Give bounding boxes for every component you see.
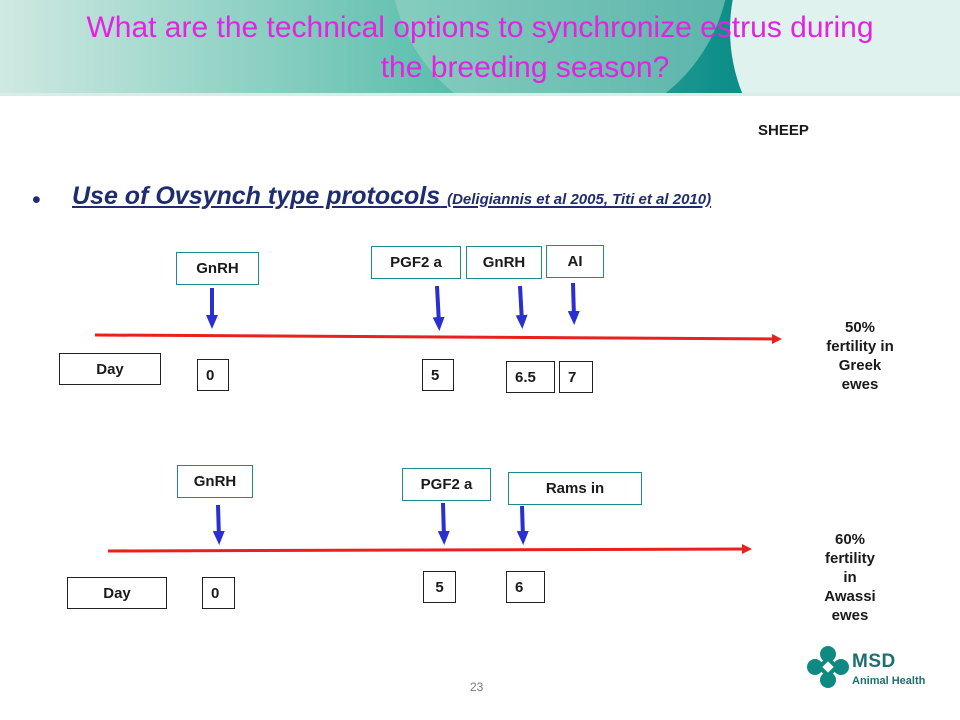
arrow-p1-ai bbox=[567, 282, 580, 325]
title-line-2: the breeding season? bbox=[380, 51, 670, 84]
p2-outcome-line2: fertility bbox=[824, 550, 875, 567]
bullet-dot: • bbox=[32, 186, 41, 214]
p2-day-label: Day bbox=[67, 577, 167, 609]
timeline-2-line bbox=[107, 544, 752, 555]
p1-day-6-5: 6.5 bbox=[506, 361, 555, 393]
p2-outcome-line4: Awassi bbox=[824, 588, 876, 605]
p2-day-6: 6 bbox=[506, 571, 545, 603]
title-line-1: What are the technical options to synchr… bbox=[86, 11, 874, 44]
msd-logo-icon bbox=[807, 646, 849, 688]
arrow-p1-pgf2a bbox=[432, 285, 445, 331]
header-banner bbox=[0, 0, 960, 96]
p1-outcome-line4: ewes bbox=[841, 376, 879, 393]
arrow-p2-rams bbox=[516, 505, 529, 545]
p1-day-0: 0 bbox=[197, 359, 229, 391]
bullet-heading: Use of Ovsynch type protocols (Deligiann… bbox=[72, 182, 711, 211]
p1-outcome-line3: Greek bbox=[838, 357, 882, 374]
p2-outcome-line3: in bbox=[843, 569, 857, 586]
slide-title: What are the technical options to synchr… bbox=[40, 8, 920, 88]
p2-event-rams-in: Rams in bbox=[508, 472, 642, 505]
p1-event-gnrh-2: GnRH bbox=[466, 246, 542, 279]
p1-event-pgf2a: PGF2 a bbox=[371, 246, 461, 279]
p2-outcome-line5: ewes bbox=[831, 607, 869, 624]
species-label: SHEEP bbox=[758, 122, 809, 139]
arrow-p2-gnrh bbox=[212, 504, 225, 545]
p1-day-5: 5 bbox=[422, 359, 454, 391]
p2-outcome: 60% fertility in Awassi ewes bbox=[780, 530, 920, 625]
page-number: 23 bbox=[470, 680, 484, 694]
p2-day-0: 0 bbox=[202, 577, 235, 609]
p1-event-gnrh: GnRH bbox=[176, 252, 259, 285]
p1-outcome-pct: 50% bbox=[844, 319, 876, 336]
p2-event-pgf2a: PGF2 a bbox=[402, 468, 491, 501]
bullet-citation: (Deligiannis et al 2005, Titi et al 2010… bbox=[447, 191, 712, 208]
arrow-p1-gnrh2 bbox=[515, 285, 528, 329]
logo-subtitle: Animal Health bbox=[852, 675, 926, 687]
p1-event-ai: AI bbox=[546, 245, 604, 278]
p1-day-label: Day bbox=[59, 353, 161, 385]
arrow-p2-pgf2a bbox=[437, 502, 450, 545]
p1-day-7: 7 bbox=[559, 361, 593, 393]
p2-event-gnrh: GnRH bbox=[177, 465, 253, 498]
p1-outcome-line2: fertility in bbox=[826, 338, 894, 355]
timeline-1-line bbox=[94, 333, 782, 344]
p2-outcome-pct: 60% bbox=[834, 531, 866, 548]
logo-brand: MSD bbox=[852, 651, 896, 672]
p2-day-5: 5 bbox=[423, 571, 456, 603]
p1-outcome: 50% fertility in Greek ewes bbox=[780, 318, 940, 394]
bullet-main-text: Use of Ovsynch type protocols bbox=[72, 182, 441, 210]
